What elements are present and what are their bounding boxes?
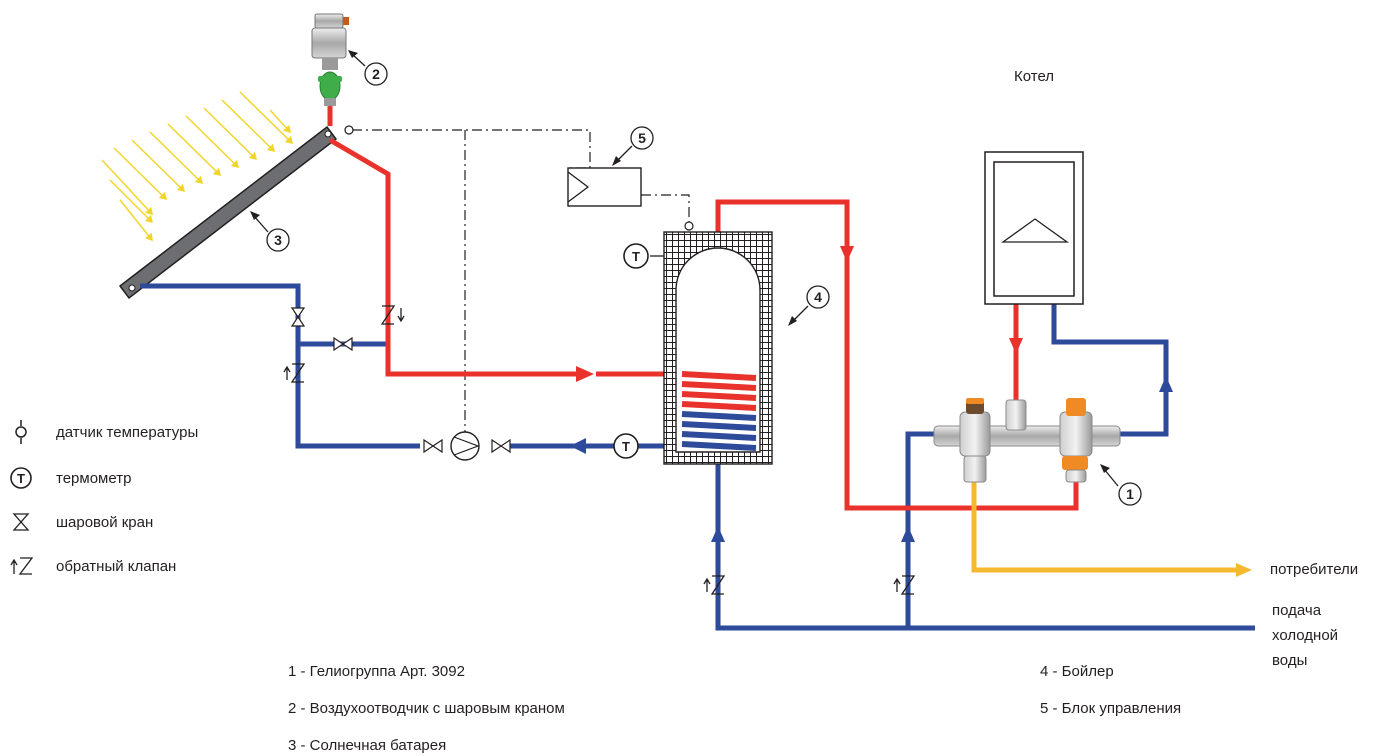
- sun-ray: [131, 139, 185, 192]
- air-vent: [311, 13, 349, 106]
- coil-turn: [681, 431, 757, 441]
- sun-ray-arrowhead: [284, 135, 294, 145]
- control-unit: [567, 167, 642, 207]
- cold-water-label-line2: холодной: [1272, 627, 1338, 644]
- component-3: 3 - Солнечная батарея: [288, 737, 446, 754]
- cold-water-label-line3: воды: [1272, 652, 1307, 669]
- hot-pipes: [327, 100, 1079, 511]
- heat-exchanger-coil: [681, 371, 757, 451]
- coil-turn: [681, 391, 757, 401]
- heating-boiler: [984, 151, 1084, 305]
- consumers-label: потребители: [1270, 561, 1358, 578]
- callout-2: 2: [348, 50, 388, 86]
- sun-ray: [203, 107, 257, 160]
- sun-ray-arrowhead: [230, 159, 240, 169]
- temperature-sensor-icon: [15, 420, 27, 444]
- svg-text:2: 2: [372, 66, 380, 82]
- temperature-sensor-tank: [684, 221, 694, 231]
- sun-ray: [119, 199, 153, 241]
- sun-ray: [113, 147, 167, 200]
- sun-ray-arrowhead: [248, 151, 258, 161]
- coil-turn: [681, 401, 757, 411]
- sun-ray-arrowhead: [144, 206, 153, 216]
- sun-ray: [221, 99, 275, 152]
- mixed-water-pipe: [971, 480, 1252, 577]
- coil-turn: [681, 381, 757, 391]
- sun-ray-arrowhead: [212, 167, 222, 177]
- solar-group-unit: [933, 398, 1121, 483]
- sun-ray-arrowhead: [282, 124, 291, 134]
- legend-label-sensor: датчик температуры: [56, 424, 198, 441]
- callout-3: 3: [250, 211, 290, 252]
- legend: датчик температуры T термометр шаровой к…: [10, 420, 198, 575]
- sun-ray-arrowhead: [144, 214, 154, 224]
- cold-pipes: [140, 283, 1255, 631]
- flow-arrows: [570, 246, 1173, 542]
- svg-text:1: 1: [1126, 486, 1134, 502]
- component-2: 2 - Воздухоотводчик с шаровым краном: [288, 700, 565, 717]
- svg-text:5: 5: [638, 130, 646, 146]
- component-1: 1 - Гелиогруппа Арт. 3092: [288, 663, 465, 680]
- boiler-label: Котел: [1014, 68, 1054, 85]
- svg-text:4: 4: [814, 289, 822, 305]
- thermometer-icon: T: [10, 467, 32, 489]
- ball-valve-icon: [12, 513, 30, 531]
- sun-ray-arrowhead: [158, 191, 168, 201]
- check-valve-icon: [10, 557, 34, 575]
- sun-ray-arrowhead: [145, 232, 153, 242]
- sun-ray: [185, 115, 239, 168]
- coil-turn: [681, 421, 757, 431]
- legend-label-thermometer: термометр: [56, 470, 131, 487]
- sun-ray-arrowhead: [266, 143, 276, 153]
- sun-ray-arrowhead: [176, 183, 186, 193]
- thermometer-tank: T: [623, 243, 664, 269]
- callout-5: 5: [612, 126, 654, 166]
- callout-1: 1: [1100, 464, 1142, 506]
- sun-ray: [149, 131, 203, 184]
- sun-rays: [101, 91, 294, 242]
- svg-text:T: T: [632, 249, 640, 264]
- legend-label-check-valve: обратный клапан: [56, 558, 176, 575]
- cold-water-label-line1: подача: [1272, 602, 1322, 619]
- circulation-pump: [450, 431, 480, 461]
- temperature-sensor-collector: [344, 125, 354, 135]
- coil-turn: [681, 411, 757, 421]
- callout-4: 4: [788, 285, 830, 326]
- component-list: 1 - Гелиогруппа Арт. 3092 2 - Воздухоотв…: [288, 663, 1181, 754]
- ball-valves: [290, 307, 511, 454]
- check-valves: [283, 305, 916, 595]
- legend-label-ball-valve: шаровой кран: [56, 514, 153, 531]
- sun-ray: [101, 159, 153, 215]
- svg-text:T: T: [17, 471, 25, 486]
- solar-collector: [118, 125, 338, 300]
- component-5: 5 - Блок управления: [1040, 700, 1181, 717]
- coil-turn: [681, 371, 757, 381]
- sun-ray-arrowhead: [194, 175, 204, 185]
- component-4: 4 - Бойлер: [1040, 663, 1114, 680]
- thermometer-return: T: [613, 433, 639, 459]
- svg-text:T: T: [622, 439, 630, 454]
- coil-turn: [681, 441, 757, 451]
- sun-ray: [167, 123, 221, 176]
- svg-text:3: 3: [274, 232, 282, 248]
- sun-ray: [239, 91, 293, 144]
- sun-ray: [109, 179, 153, 223]
